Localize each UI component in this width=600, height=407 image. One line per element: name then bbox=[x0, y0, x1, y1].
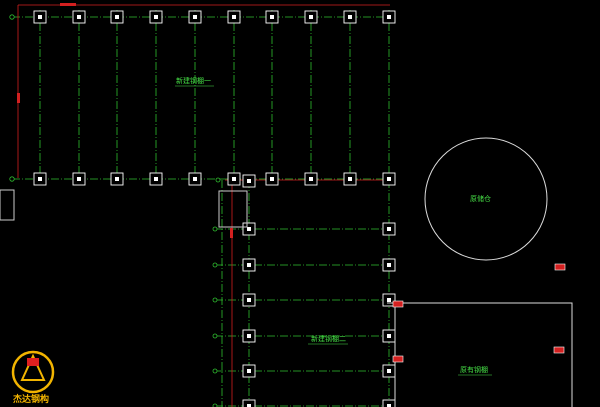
column bbox=[242, 293, 256, 307]
column bbox=[382, 258, 396, 272]
wall-stubs bbox=[0, 189, 248, 228]
column bbox=[242, 222, 256, 236]
column bbox=[382, 10, 396, 24]
axis-grid-lines bbox=[12, 10, 395, 407]
column bbox=[149, 10, 163, 24]
column bbox=[110, 172, 124, 186]
column bbox=[382, 222, 396, 236]
existing-building-outline bbox=[387, 302, 573, 407]
column bbox=[382, 172, 396, 186]
column bbox=[242, 258, 256, 272]
column bbox=[227, 172, 241, 186]
column bbox=[304, 10, 318, 24]
column bbox=[382, 329, 396, 343]
logo-text: 杰达钢构 bbox=[13, 393, 49, 405]
column bbox=[33, 10, 47, 24]
column bbox=[72, 172, 86, 186]
red-markers bbox=[392, 263, 566, 363]
column bbox=[227, 10, 241, 24]
column bbox=[188, 10, 202, 24]
label-circle: 原储仓 bbox=[470, 194, 491, 203]
label-building2: 新建钢棚二 bbox=[311, 334, 346, 343]
column bbox=[265, 10, 279, 24]
dimension-ticks bbox=[17, 3, 233, 238]
column bbox=[242, 364, 256, 378]
column bbox=[188, 172, 202, 186]
column bbox=[382, 364, 396, 378]
column bbox=[382, 399, 396, 407]
column bbox=[343, 10, 357, 24]
column bbox=[242, 329, 256, 343]
company-logo: 杰达钢构 bbox=[11, 350, 55, 405]
label-existing-building: 原有钢棚 bbox=[460, 365, 488, 374]
drawing-labels: 新建钢棚一 新建钢棚二 原有钢棚 原储仓 bbox=[175, 76, 492, 376]
column bbox=[343, 172, 357, 186]
column bbox=[242, 399, 256, 407]
steel-columns bbox=[33, 10, 396, 407]
column bbox=[242, 174, 256, 188]
grid-bubble-dots bbox=[9, 14, 221, 407]
column bbox=[149, 172, 163, 186]
column bbox=[304, 172, 318, 186]
label-building1: 新建钢棚一 bbox=[176, 76, 211, 85]
column bbox=[33, 172, 47, 186]
column bbox=[110, 10, 124, 24]
column bbox=[265, 172, 279, 186]
dimension-lines bbox=[17, 4, 395, 407]
column bbox=[72, 10, 86, 24]
silo-circle bbox=[424, 137, 548, 261]
